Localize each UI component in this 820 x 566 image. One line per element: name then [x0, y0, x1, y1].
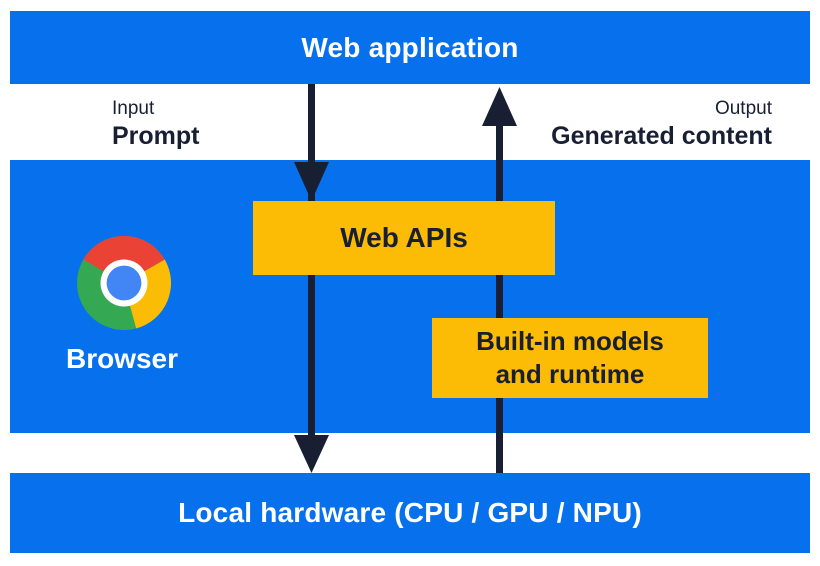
- input-value-label: Prompt: [112, 122, 200, 150]
- input-labels: Input Prompt: [112, 96, 200, 151]
- browser-label: Browser: [65, 343, 179, 374]
- input-caption: Input: [112, 98, 155, 119]
- builtin-models-label-line1: Built-in models: [476, 326, 664, 356]
- web-application-label: Web application: [301, 31, 519, 63]
- output-caption: Output: [714, 98, 772, 119]
- web-apis-box: Web APIs: [253, 201, 555, 275]
- builtin-models-box: Built-in models and runtime: [432, 318, 708, 398]
- web-application-bar: Web application: [10, 11, 810, 84]
- local-hardware-bar: Local hardware (CPU / GPU / NPU): [10, 473, 810, 553]
- web-apis-label: Web APIs: [340, 222, 468, 253]
- output-labels: Output Generated content: [551, 96, 772, 151]
- builtin-models-label-line2: and runtime: [495, 359, 645, 389]
- local-hardware-label: Local hardware (CPU / GPU / NPU): [178, 497, 642, 528]
- output-value-label: Generated content: [551, 122, 772, 150]
- chrome-logo-icon: [77, 236, 171, 330]
